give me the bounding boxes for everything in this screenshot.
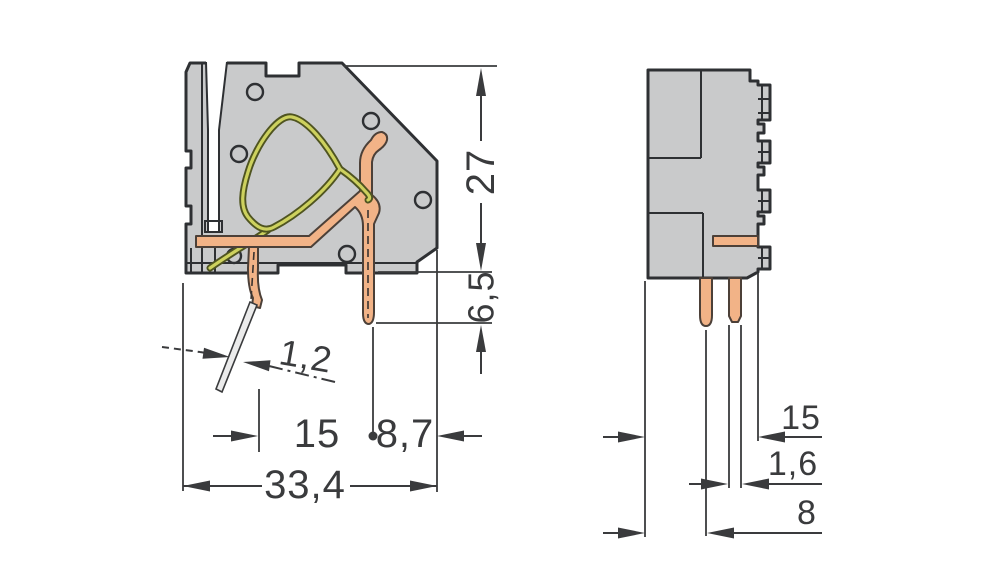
front-busbar — [712, 235, 759, 247]
front-inner-lines — [648, 70, 770, 278]
slot-crossbar — [204, 220, 223, 233]
dim-blade-1-2: 1,2 — [161, 331, 336, 383]
dimension-label-overall-width: 33,4 — [264, 463, 346, 507]
pin-centerline-left — [250, 251, 255, 301]
dim-depth-15: 15 — [603, 399, 822, 443]
dimension-label-height: 27 — [459, 149, 503, 196]
release-slot — [204, 61, 228, 233]
dimension-label-pin-offset: 8 — [797, 494, 817, 532]
housing-inner-lines — [187, 64, 416, 272]
front-extension-lines — [644, 273, 759, 537]
dimension-label-blade: 1,2 — [276, 331, 335, 381]
front-pin-right — [728, 277, 742, 323]
front-view: 15 1,6 8 — [603, 68, 822, 539]
reference-dot — [368, 431, 378, 441]
side-view: 27 6,5 1,2 15 8, — [161, 61, 503, 507]
front-housing-body — [646, 68, 772, 280]
clamp-spring — [239, 113, 374, 233]
dimension-label-pin-length: 6,5 — [461, 270, 502, 323]
housing-holes — [225, 82, 433, 265]
dim-pin-length-6-5: 6,5 — [376, 270, 502, 374]
dim-overall-width-33-4: 33,4 — [182, 250, 438, 507]
dim-pin-spacing-row: 15 8,7 — [213, 327, 482, 456]
dimension-label-pin-to-edge: 8,7 — [376, 412, 435, 456]
dimension-label-depth: 15 — [781, 399, 821, 437]
dim-pin-offset-8: 8 — [603, 494, 822, 539]
pin-blade — [214, 300, 259, 394]
dim-pin-width-1-6: 1,6 — [689, 445, 822, 490]
dimension-label-pin-spacing: 15 — [294, 412, 341, 456]
dim-height-27: 27 — [344, 65, 503, 271]
dimension-label-pin-width: 1,6 — [768, 445, 818, 483]
front-pin-left — [699, 277, 713, 327]
